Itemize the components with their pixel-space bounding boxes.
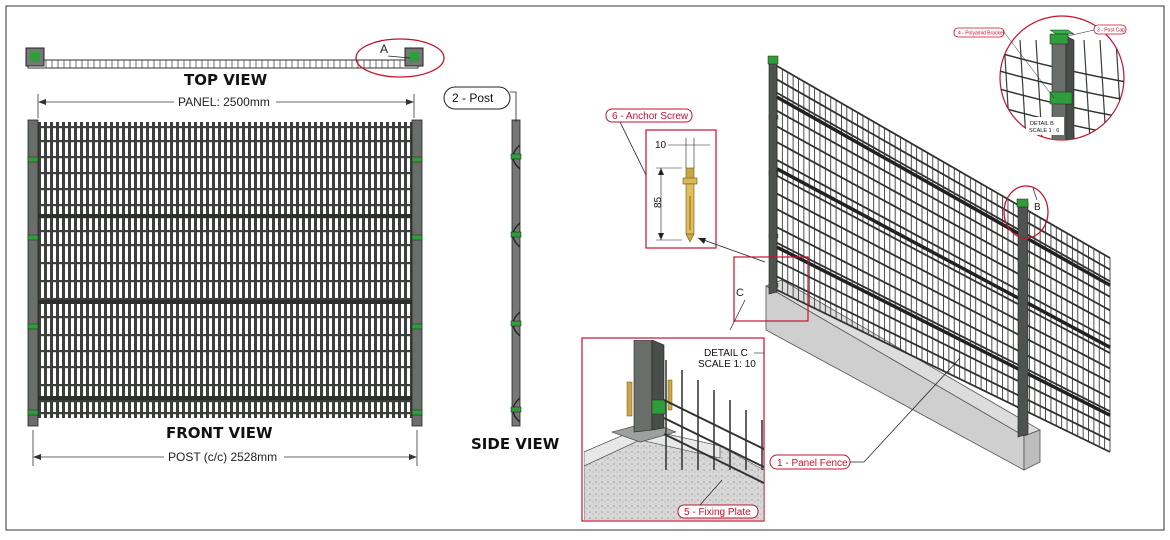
side-view-title: SIDE VIEW	[471, 435, 560, 453]
front-view-horizontal-wire	[38, 262, 412, 265]
anchor-width-dim: 10	[655, 140, 667, 151]
front-view-horizontal-wire	[38, 400, 412, 403]
iso-horizontal-wire	[776, 174, 1111, 354]
iso-horizontal-wire	[776, 141, 1111, 325]
bracket-callout: 4 - Polyamid Bracket	[958, 31, 1005, 37]
detail-a-marker	[355, 38, 445, 78]
post-dimension: POST (c/c) 2528mm	[32, 430, 418, 466]
cap-callout-box	[1093, 24, 1127, 35]
bracket-callout-box	[953, 27, 1005, 38]
detail-b-label: B	[1034, 202, 1041, 213]
fixing-plate-callout: 5 - Fixing Plate	[684, 507, 751, 518]
detail-c-horizontal-wire	[663, 417, 764, 469]
detail-c-label: C	[736, 287, 744, 299]
iso-horizontal-wire	[776, 92, 1111, 283]
panel-dimension: PANEL: 2500mm	[37, 94, 415, 118]
iso-horizontal-wire	[776, 78, 1111, 271]
front-bracket-right	[411, 234, 423, 241]
cap-callout: 3 - Post Cap	[1097, 28, 1125, 34]
side-view-callout-box	[443, 86, 511, 110]
detail-c-horizontal-wire	[663, 433, 764, 485]
anchor-callout: 6 - Anchor Screw	[612, 111, 689, 122]
iso-horizontal-wire	[776, 110, 1111, 298]
detail-c-scale: SCALE 1: 10	[698, 359, 756, 370]
detail-c-marker	[733, 256, 809, 322]
isometric-fence: B C 1 - Panel Fence	[729, 55, 1111, 471]
front-view-horizontal-wire	[38, 156, 412, 159]
iso-horizontal-wire	[776, 125, 1111, 312]
iso-horizontal-wire	[776, 65, 1111, 259]
post-dim-label: POST (c/c) 2528mm	[168, 450, 277, 464]
iso-horizontal-wire	[776, 159, 1111, 341]
front-bracket-right	[411, 409, 423, 416]
anchor-screw-detail: 6 - Anchor Screw 10 85	[605, 108, 766, 263]
anchor-callout-box	[605, 108, 693, 123]
detail-c-horizontal-wire	[663, 399, 764, 451]
front-view-horizontal-wire	[38, 244, 412, 247]
iso-stiffener	[776, 95, 1111, 287]
iso-horizontal-wire	[776, 242, 1111, 413]
front-bracket-right	[411, 323, 423, 330]
detail-b-view: 4 - Polyamid Bracket 3 - Post Cap DETAIL…	[953, 15, 1127, 141]
front-bracket-left	[27, 323, 39, 330]
iso-horizontal-wire	[776, 208, 1111, 383]
panel-dim-label: PANEL: 2500mm	[178, 95, 270, 109]
front-view-horizontal-wire	[38, 412, 412, 415]
detail-b-scale: SCALE 1 : 6	[1029, 128, 1059, 134]
detail-b-title: DETAIL B	[1030, 121, 1054, 127]
front-bracket-left	[27, 234, 39, 241]
panel-callout: 1 - Panel Fence	[777, 458, 848, 469]
anchor-length-dim: 85	[653, 196, 664, 208]
iso-horizontal-wire	[776, 275, 1111, 442]
side-bracket	[510, 320, 522, 327]
front-view-horizontal-wire	[38, 366, 412, 369]
front-view-title: FRONT VIEW	[166, 424, 273, 442]
front-view-horizontal-wire	[38, 384, 412, 387]
front-post-right	[411, 119, 423, 427]
front-view-horizontal-wire	[38, 230, 412, 233]
front-bracket-left	[27, 409, 39, 416]
front-view-horizontal-wire	[38, 126, 412, 129]
front-bracket-right	[411, 156, 423, 163]
detail-b-vertical-wire	[1019, 39, 1027, 140]
side-bracket	[510, 153, 522, 160]
iso-horizontal-wire	[776, 289, 1111, 453]
front-view-horizontal-wire	[38, 316, 412, 319]
front-view-horizontal-wire	[38, 298, 412, 301]
front-view-stiffener	[38, 396, 412, 400]
fixing-plate-callout-box	[677, 504, 759, 519]
iso-horizontal-wire	[776, 260, 1111, 428]
iso-stiffener	[776, 167, 1111, 349]
iso-stiffener	[776, 245, 1111, 417]
front-view-stiffener	[38, 214, 412, 218]
front-view-horizontal-wire	[38, 280, 412, 283]
top-view: A TOP VIEW	[25, 38, 445, 89]
detail-c-view: DETAIL C SCALE 1: 10 5 - Fixing Plate	[581, 337, 765, 522]
front-view-horizontal-wire	[38, 350, 412, 353]
front-view-stiffener	[38, 300, 412, 304]
side-view-callout: 2 - Post	[452, 91, 494, 105]
front-view-horizontal-wire	[38, 188, 412, 191]
front-post-left	[27, 119, 39, 427]
iso-post-left	[768, 59, 778, 295]
detail-a-label: A	[380, 42, 388, 56]
side-view: 2 - Post SIDE VIEW	[443, 86, 560, 453]
top-view-title: TOP VIEW	[184, 71, 268, 89]
front-bracket-left	[27, 156, 39, 163]
detail-b-marker	[1003, 185, 1049, 239]
front-view-horizontal-wire	[38, 172, 412, 175]
detail-b-vertical-wire	[1083, 39, 1091, 140]
front-view: FRONT VIEW	[27, 119, 423, 442]
front-view-horizontal-wire	[38, 204, 412, 207]
iso-horizontal-wire	[776, 226, 1111, 399]
side-bracket	[510, 231, 522, 238]
front-view-horizontal-wire	[38, 140, 412, 143]
side-bracket	[510, 406, 522, 413]
front-view-horizontal-wire	[38, 334, 412, 337]
iso-horizontal-wire	[776, 192, 1111, 370]
detail-c-title: DETAIL C	[704, 348, 748, 359]
